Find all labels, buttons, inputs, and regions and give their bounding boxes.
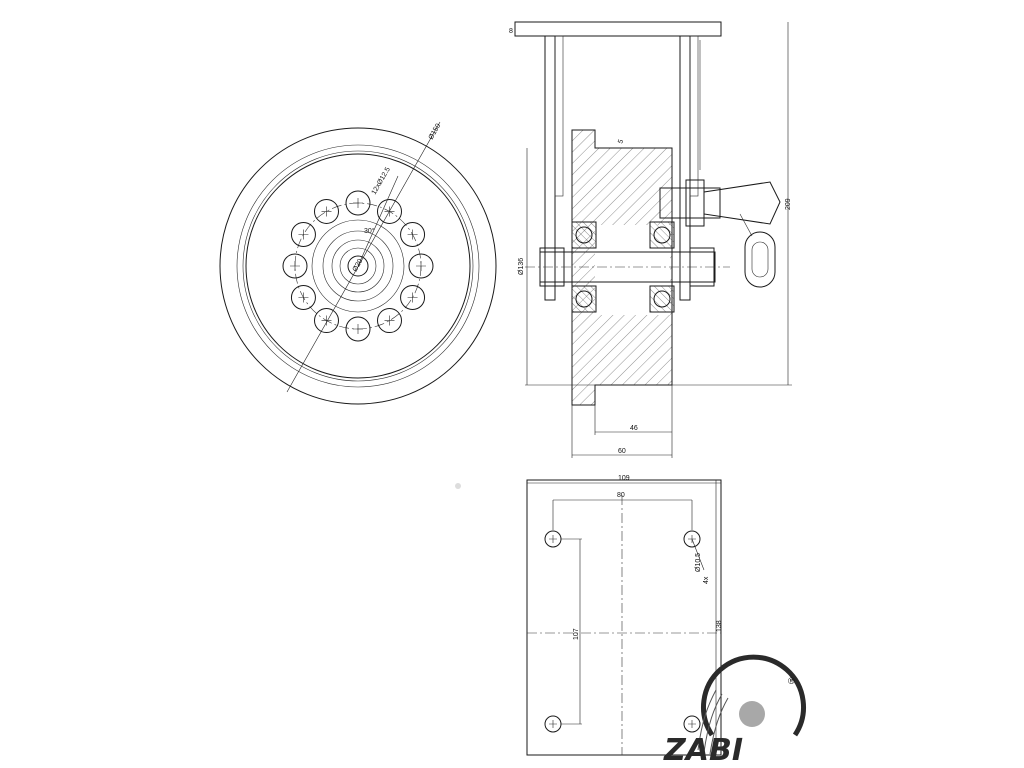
logo-arc: [701, 654, 806, 737]
fork-right-inner: [689, 35, 699, 197]
dim-hole-spacing-x: 80: [617, 492, 625, 499]
bore-circle: [347, 255, 369, 277]
top-plate: [514, 21, 722, 37]
logo-swoosh-2: [703, 693, 723, 753]
bolt-hole: [400, 222, 426, 247]
bolt-hole: [377, 308, 402, 334]
bolt-holes: [282, 190, 434, 342]
dim-wheel-diameter: Ø136: [518, 258, 525, 275]
wheel-tread-circle: [236, 144, 480, 388]
bearing-ball-br: [653, 290, 671, 308]
bearing-ball-tl: [575, 226, 593, 244]
dim-bore: Ø20: [352, 258, 365, 273]
bolt-hole-crosshair: [298, 229, 309, 240]
bolt-hole: [377, 198, 402, 224]
dim-height: 209: [785, 198, 792, 210]
side-view: 8 Ø136 209 46: [509, 21, 792, 458]
bearing-ball-bl: [575, 290, 593, 308]
bolt-hole: [290, 222, 316, 247]
fork-left-inner: [554, 35, 564, 197]
bolt-hole-crosshair: [321, 206, 332, 217]
bolt-hole-crosshair: [407, 229, 418, 240]
hub-circle-2: [322, 230, 394, 302]
hub-outer-circle: [311, 219, 405, 313]
plate-view: 109 80 107 138 Ø10.5 4x: [526, 475, 723, 756]
plate-hole-br: [683, 715, 701, 733]
front-view: Ø150 12xØ12.5 30° Ø20: [219, 121, 497, 405]
hub-circle-4: [339, 247, 377, 285]
bolt-hole-crosshair: [290, 261, 300, 271]
bolt-hole-crosshair: [407, 292, 418, 303]
bolt-hole: [408, 253, 434, 279]
dim-top-plate: 8: [509, 28, 513, 35]
bolt-hole: [345, 190, 371, 216]
wheel-rim-circle: [245, 153, 471, 379]
brake-link: [739, 213, 753, 237]
bolt-hole: [345, 316, 371, 342]
bolt-hole-crosshair: [416, 261, 426, 271]
brake-nut: [685, 179, 705, 227]
bolt-hole: [282, 253, 308, 279]
logo-swoosh-1: [697, 689, 717, 751]
logo-dot: [739, 701, 765, 727]
bearing-ball-tr: [653, 226, 671, 244]
stray-dot: [455, 483, 461, 489]
plate-outline: [526, 479, 722, 756]
dim-angle: 30°: [364, 227, 375, 235]
bolt-hole: [314, 308, 339, 334]
bolt-hole-crosshair: [298, 292, 309, 303]
dim-slot: 5: [617, 139, 625, 145]
dim-hole-pattern: 12xØ12.5: [371, 166, 392, 196]
brake-handle-inner: [751, 241, 769, 278]
dim-outer-diameter: Ø150: [428, 123, 443, 141]
zabi-logo: ZABI ®: [663, 654, 806, 768]
wheel-outer-circle: [219, 127, 497, 405]
bolt-hole-crosshair: [353, 324, 363, 334]
hub-circle-3: [331, 239, 385, 293]
hole-dim-line: [357, 175, 399, 267]
dim-hole-diameter: Ø10.5: [695, 553, 702, 572]
dim-hole-spacing-y: 107: [573, 628, 580, 640]
wheel-inner-tread-circle: [242, 150, 474, 382]
fork-left-outer: [544, 35, 556, 301]
hole-leader-line: [691, 538, 705, 571]
dim-hub-width: 46: [630, 425, 638, 432]
brake-housing: [659, 187, 721, 219]
logo-wordmark: ZABI: [663, 733, 743, 768]
bolt-hole: [400, 285, 426, 310]
diameter-dim-line: [286, 121, 441, 393]
logo-swoosh-3: [709, 697, 729, 755]
dim-plate-height: 138: [716, 620, 723, 632]
bolt-hole-crosshair: [353, 198, 363, 208]
logo-registered: ®: [788, 676, 795, 686]
bolt-hole: [290, 285, 316, 310]
dim-wheel-width: 60: [618, 448, 626, 455]
dim-plate-width: 109: [618, 475, 630, 482]
brake-lever: [703, 181, 781, 225]
bolt-hole-crosshair: [321, 315, 332, 326]
brake-handle-outer: [744, 231, 776, 288]
bolt-hole: [314, 198, 339, 224]
fork-right-outer: [679, 35, 691, 301]
bolt-hole-crosshair: [384, 315, 395, 326]
dim-hole-count: 4x: [703, 576, 710, 584]
plate-hole-tr: [683, 530, 701, 548]
hole-crosshairs: [549, 535, 696, 728]
